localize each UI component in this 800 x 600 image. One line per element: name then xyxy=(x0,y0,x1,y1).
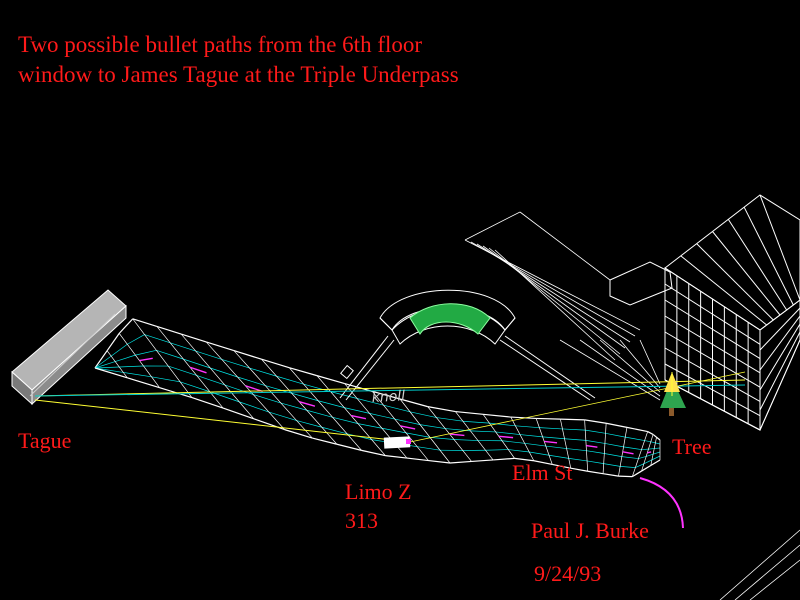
date-label: 9/24/93 xyxy=(534,561,602,586)
plaza-streets xyxy=(464,211,661,401)
bullet-path-2 xyxy=(34,384,746,397)
page-title: Two possible bullet paths from the 6th f… xyxy=(18,32,459,87)
limousine xyxy=(383,436,411,449)
tree-icon xyxy=(660,372,686,416)
tague-label: Tague xyxy=(18,428,72,453)
triple-underpass xyxy=(11,289,127,406)
tree-label: Tree xyxy=(672,434,712,459)
bullet-path-limo-b xyxy=(409,371,746,443)
bullet-path-limo xyxy=(34,399,411,443)
curb-arc xyxy=(639,477,684,529)
bullet-path-1 xyxy=(34,379,746,397)
knoll-pergola xyxy=(339,289,596,401)
author-label: Paul J. Burke xyxy=(531,518,649,543)
frame-label: 313 xyxy=(345,508,378,533)
knoll-label: knoll xyxy=(371,388,405,406)
elm-street-road-grid xyxy=(94,318,661,478)
bullet-paths xyxy=(34,371,746,443)
school-book-depository xyxy=(609,194,800,431)
lower-street xyxy=(719,529,800,600)
limo-label: Limo Z xyxy=(345,479,412,504)
elm-street-label: Elm St xyxy=(512,460,573,485)
